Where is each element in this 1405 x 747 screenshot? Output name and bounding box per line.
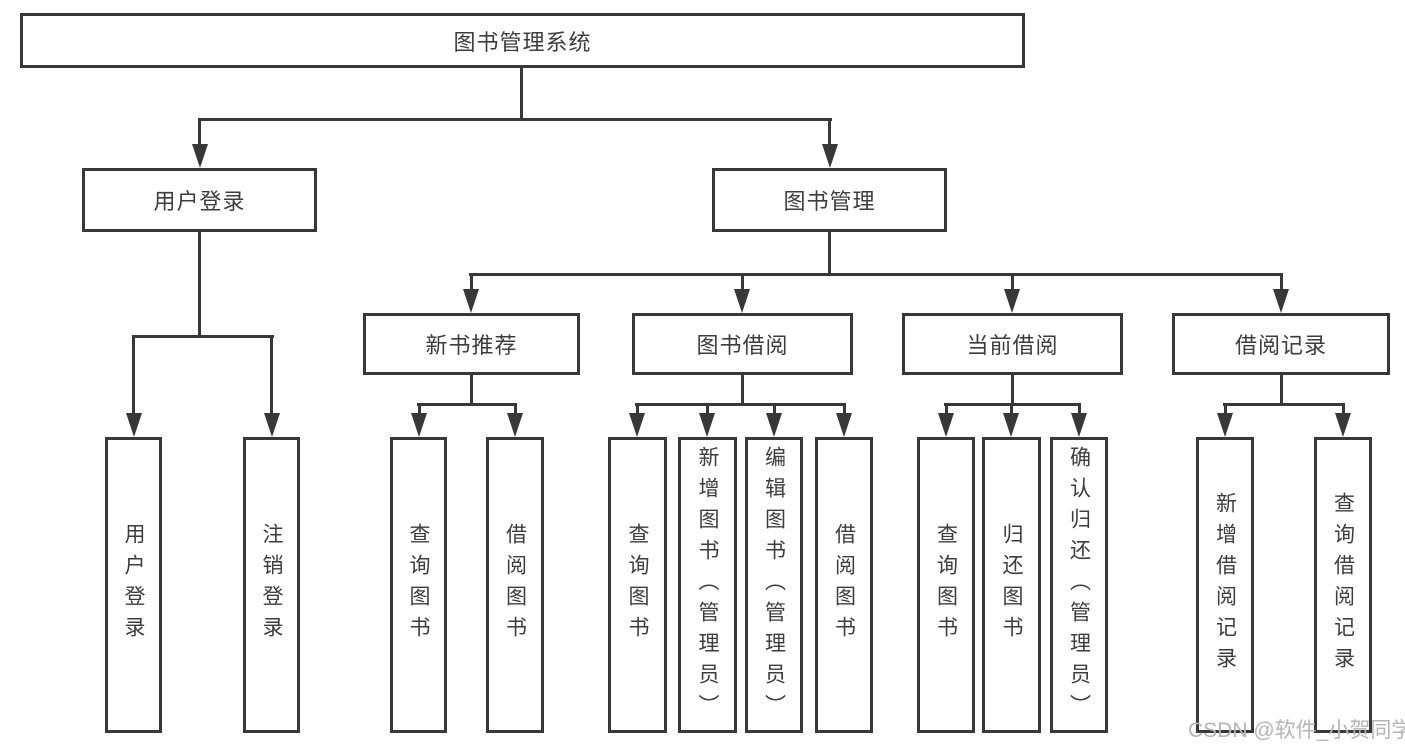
leaf-borrow-book-2-label: 借阅图书 — [832, 523, 856, 647]
arrowhead-book-borrow — [734, 289, 750, 313]
arrowhead-borrow-book-2 — [836, 413, 852, 437]
leaf-return-book: 归还图书 — [982, 437, 1041, 733]
leaf-user-login: 用户登录 — [105, 437, 162, 733]
leaf-borrow-book-2: 借阅图书 — [815, 437, 873, 733]
leaf-add-borrow-record-label: 新增借阅记录 — [1213, 492, 1237, 678]
connector-new-book-stem — [470, 375, 473, 406]
connector-arrow-add-book-stem — [706, 403, 709, 417]
leaf-query-book-3: 查询图书 — [917, 437, 975, 733]
leaf-user-login-label: 用户登录 — [122, 523, 145, 647]
connector-rail-new-book — [417, 403, 517, 406]
leaf-logout-label: 注销登录 — [260, 523, 283, 647]
node-user-login: 用户登录 — [82, 168, 317, 232]
node-current-borrow-label: 当前借阅 — [966, 333, 1059, 358]
arrowhead-borrow-book-1 — [507, 413, 523, 437]
node-book-borrow-label: 图书借阅 — [696, 333, 789, 358]
leaf-add-book-admin-label: 新增图书（管理员） — [696, 445, 719, 725]
leaf-query-book-1: 查询图书 — [390, 437, 447, 733]
connector-arrow-add-record-stem — [1224, 403, 1227, 417]
node-root: 图书管理系统 — [20, 13, 1025, 68]
connector-arrow-current-borrow-stem — [1011, 273, 1014, 293]
node-book-borrow: 图书借阅 — [632, 313, 853, 375]
leaf-confirm-return-admin: 确认归还（管理员） — [1050, 437, 1108, 733]
connector-arrow-borrow-record-stem — [1280, 273, 1283, 293]
connector-root-stem — [520, 68, 523, 120]
node-user-login-label: 用户登录 — [153, 189, 246, 214]
connector-arrow-book-management-stem — [828, 118, 831, 148]
connector-arrow-query-record-stem — [1342, 403, 1345, 417]
arrowhead-new-book — [463, 289, 479, 313]
connector-arrow-user-login-stem — [198, 118, 201, 148]
node-book-management: 图书管理 — [712, 168, 947, 232]
leaf-query-book-2-label: 查询图书 — [626, 523, 649, 647]
connector-book-borrow-stem — [741, 375, 744, 406]
node-borrow-record: 借阅记录 — [1172, 313, 1390, 375]
leaf-query-borrow-record: 查询借阅记录 — [1314, 437, 1372, 733]
arrowhead-add-borrow-record — [1217, 413, 1233, 437]
connector-arrow-query3-stem — [945, 403, 948, 417]
connector-arrow-leaf-logout-stem — [270, 335, 273, 417]
arrowhead-add-book — [699, 413, 715, 437]
connector-arrow-query1-stem — [418, 403, 421, 417]
connector-arrow-query2-stem — [636, 403, 639, 417]
arrowhead-current-borrow — [1004, 289, 1020, 313]
connector-rail-book-borrow — [635, 403, 846, 406]
leaf-query-book-3-label: 查询图书 — [934, 523, 958, 647]
node-root-label: 图书管理系统 — [453, 29, 592, 55]
leaf-edit-book-admin: 编辑图书（管理员） — [745, 437, 803, 733]
connector-user-login-stem — [198, 232, 201, 338]
connector-book-management-stem — [828, 232, 831, 276]
arrowhead-user-login — [192, 144, 208, 168]
leaf-logout: 注销登录 — [243, 437, 300, 733]
csdn-watermark: CSDN @软件_小贺同学 — [1188, 719, 1405, 742]
leaf-confirm-return-admin-label: 确认归还（管理员） — [1067, 445, 1091, 725]
connector-rail-sections — [469, 273, 1283, 276]
connector-borrow-record-stem — [1280, 375, 1283, 406]
arrowhead-confirm-return — [1071, 413, 1087, 437]
leaf-add-borrow-record: 新增借阅记录 — [1196, 437, 1254, 733]
leaf-query-borrow-record-label: 查询借阅记录 — [1331, 492, 1355, 678]
arrowhead-book-management — [822, 144, 838, 168]
node-new-book-recommend-label: 新书推荐 — [425, 333, 518, 358]
connector-rail-level2 — [198, 118, 832, 121]
arrowhead-query-borrow-record — [1335, 413, 1351, 437]
arrowhead-query-book-1 — [411, 413, 427, 437]
connector-arrow-book-borrow-stem — [741, 273, 744, 293]
connector-arrow-confirm-return-stem — [1078, 403, 1081, 417]
connector-rail-user-login — [132, 335, 274, 338]
arrowhead-return-book — [1003, 413, 1019, 437]
leaf-borrow-book-1-label: 借阅图书 — [503, 523, 527, 647]
leaf-add-book-admin: 新增图书（管理员） — [678, 437, 737, 733]
connector-rail-borrow-record — [1223, 403, 1345, 406]
leaf-return-book-label: 归还图书 — [1000, 523, 1023, 647]
leaf-query-book-1-label: 查询图书 — [407, 523, 430, 647]
connector-arrow-leaf-user-login-stem — [132, 335, 135, 417]
arrowhead-query-book-2 — [629, 413, 645, 437]
node-current-borrow: 当前借阅 — [902, 313, 1123, 375]
connector-current-borrow-stem — [1011, 375, 1014, 406]
arrowhead-leaf-user-login — [126, 413, 142, 437]
connector-arrow-new-book-stem — [470, 273, 473, 293]
connector-arrow-edit-book-stem — [773, 403, 776, 417]
leaf-borrow-book-1: 借阅图书 — [486, 437, 544, 733]
leaf-edit-book-admin-label: 编辑图书（管理员） — [762, 445, 786, 725]
node-borrow-record-label: 借阅记录 — [1234, 333, 1327, 358]
node-new-book-recommend: 新书推荐 — [363, 313, 580, 375]
arrowhead-edit-book — [766, 413, 782, 437]
node-book-management-label: 图书管理 — [783, 189, 876, 214]
leaf-query-book-2: 查询图书 — [608, 437, 667, 733]
arrowhead-query-book-3 — [938, 413, 954, 437]
connector-arrow-return-stem — [1010, 403, 1013, 417]
connector-arrow-borrow2-stem — [843, 403, 846, 417]
arrowhead-borrow-record — [1273, 289, 1289, 313]
connector-arrow-borrow1-stem — [514, 403, 517, 417]
arrowhead-leaf-logout — [264, 413, 280, 437]
